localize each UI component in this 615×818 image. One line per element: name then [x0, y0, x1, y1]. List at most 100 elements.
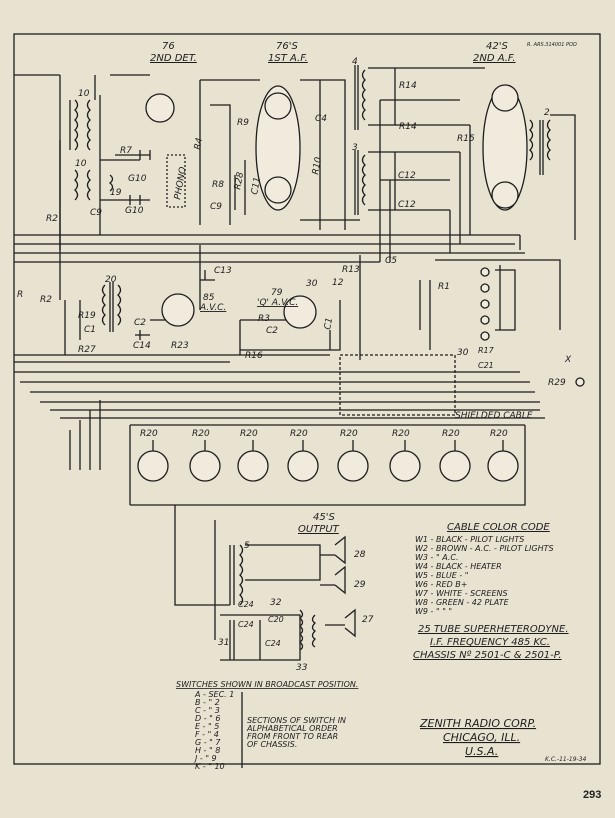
label-r2b: R2 [40, 295, 52, 305]
label-r27: R27 [78, 345, 96, 355]
switch-legend: SWITCHES SHOWN IN BROADCAST POSITION. A … [176, 680, 358, 771]
label-c1b: C1 [323, 317, 335, 331]
label-r19: R19 [78, 311, 96, 321]
label-c4: C4 [315, 114, 327, 124]
switches-title: SWITCHES SHOWN IN BROADCAST POSITION. [176, 680, 358, 689]
label-t4: 4 [352, 57, 358, 67]
output-transformer-2 [519, 114, 576, 250]
switch-row: B - " 2 [195, 698, 220, 707]
label-r1: R1 [438, 282, 450, 292]
label-r20: R20 [340, 429, 358, 439]
tube-labels-top: 76 2ND DET. 76'S 1ST A.F. 42'S 2ND A.F. … [150, 41, 577, 64]
label-g10b: G10 [125, 206, 144, 216]
label-r2a: R2 [46, 214, 58, 224]
label-sp27: 27 [362, 615, 374, 625]
tube-7 [439, 450, 471, 482]
switch-row: F - " 4 [195, 730, 219, 739]
spec-line: I.F. FREQUENCY 485 KC. [430, 637, 550, 648]
label-r17: R17 [478, 346, 495, 355]
label-r14b: R14 [399, 122, 417, 132]
cable-code-row: W7 - WHITE - SCREENS [415, 589, 508, 598]
drawing-frame [13, 33, 601, 765]
label-c5: C5 [385, 256, 397, 266]
label-c12a: C12 [398, 171, 416, 181]
switch-note: FROM FRONT TO REAR [247, 732, 338, 741]
label-r20: R20 [392, 429, 410, 439]
label-t3: 3 [352, 143, 358, 153]
bus-wires [14, 74, 545, 506]
label-r15: R15 [457, 134, 475, 144]
label-r20: R20 [140, 429, 158, 439]
tube-8 [487, 450, 519, 482]
cable-code-row: W2 - BROWN - A.C. - PILOT LIGHTS [415, 544, 554, 553]
output-tube-role: OUTPUT [298, 524, 340, 535]
label-c2a: C2 [134, 318, 146, 328]
tube-2 [189, 450, 221, 482]
label-c13: C13 [214, 266, 232, 276]
label-x30a: 30 [306, 279, 318, 289]
label-r20: R20 [240, 429, 258, 439]
label-c12b: C12 [398, 200, 416, 210]
label-r28: R28 [233, 171, 246, 190]
af2-tube-role: 2ND A.F. [473, 53, 516, 64]
label-c21: C21 [478, 361, 494, 370]
af1-tube-type: 76'S [276, 41, 298, 52]
switch-row: G - " 7 [195, 738, 221, 747]
label-c24c: C24 [265, 639, 281, 648]
switch-row: H - " 8 [195, 746, 220, 755]
tube-section-upper [264, 92, 292, 120]
maker-name: ZENITH RADIO CORP. [419, 717, 536, 730]
drawn-date: K.C.-11-19-34 [545, 756, 587, 763]
tube-section-lower [491, 181, 519, 209]
cable-code-title: CABLE COLOR CODE [447, 522, 550, 533]
label-t33: 33 [296, 663, 308, 673]
cable-code-row: W4 - BLACK - HEATER [415, 562, 502, 571]
label-x: X [564, 355, 572, 365]
label-r4: R4 [193, 137, 205, 151]
label-r: R [17, 290, 23, 300]
cable-color-code: CABLE COLOR CODE W1 - BLACK - PILOT LIGH… [415, 522, 554, 616]
spec-line: 25 TUBE SUPERHETERODYNE. [418, 624, 569, 635]
if-transformers [69, 75, 151, 205]
switch-row: A - SEC. 1 [194, 690, 234, 699]
switch-row: D - " 6 [195, 714, 220, 723]
label-t10a: 10 [78, 89, 90, 99]
label-r7: R7 [120, 146, 132, 156]
det-tube-role: 2ND DET. [150, 53, 197, 64]
label-c2b: C2 [266, 326, 278, 336]
label-t5: 5 [244, 541, 250, 551]
switch-row: C - " 3 [195, 706, 220, 715]
label-t12: 12 [332, 278, 344, 288]
pilot-lamp [575, 377, 585, 387]
label-r23: R23 [171, 341, 189, 351]
label-r29: R29 [548, 378, 566, 388]
label-c24a: C24 [238, 600, 254, 609]
chassis-spec: 25 TUBE SUPERHETERODYNE. I.F. FREQUENCY … [413, 624, 569, 661]
shield-box [339, 354, 456, 416]
det-tube-type: 76 [162, 41, 175, 52]
tube-section-upper [491, 84, 519, 112]
label-sp29: 29 [354, 580, 366, 590]
qavc-tube-role: 'Q' A.V.C. [257, 298, 298, 308]
label-c9a: C9 [90, 208, 102, 218]
output-tube-type: 45'S [313, 512, 335, 523]
label-t2: 2 [544, 108, 550, 118]
page-number: 293 [583, 789, 601, 801]
label-c9b: C9 [210, 202, 222, 212]
label-c11: C11 [250, 176, 263, 195]
cable-code-row: W9 - " " " [415, 607, 452, 616]
label-shielded-cable: SHIELDED CABLE [455, 411, 533, 421]
switch-note: ALPHABETICAL ORDER [246, 724, 338, 733]
label-r8: R8 [212, 180, 224, 190]
switch-note: OF CHASSIS. [247, 740, 297, 749]
label-r9: R9 [237, 118, 249, 128]
interstage-transformers [354, 65, 485, 262]
cable-code-row: W6 - RED B+ [415, 580, 467, 589]
af2-tube-type: 42'S [486, 41, 508, 52]
label-sp28: 28 [354, 550, 366, 560]
switch-row: K - " 10 [195, 762, 225, 771]
tube-section-lower [264, 176, 292, 204]
label-c20: C20 [268, 615, 284, 624]
label-r20: R20 [290, 429, 308, 439]
tube-4 [287, 450, 319, 482]
